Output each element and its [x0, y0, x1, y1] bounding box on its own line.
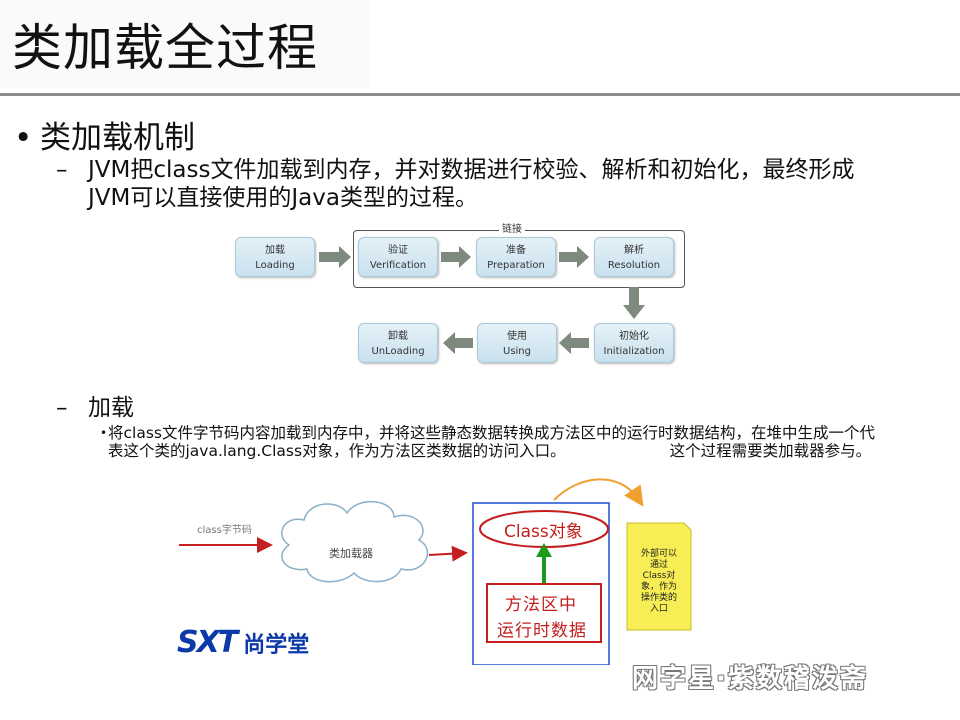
- dash-marker: –: [56, 395, 68, 421]
- bullet-text: 类加载机制: [40, 120, 195, 156]
- stage-cn: 解析: [624, 245, 644, 256]
- stage-cn: 验证: [388, 245, 408, 256]
- note-line: 象，作为: [640, 582, 677, 592]
- note-line: 通过: [649, 560, 668, 570]
- method-area-line1: 方法区中: [505, 595, 577, 615]
- stage-cn: 卸载: [388, 331, 408, 342]
- note-line: 入口: [649, 604, 668, 614]
- dash1-line1: JVM把class文件加载到内存，并对数据进行校验、解析和初始化，最终形成: [88, 157, 855, 183]
- note-line: Class对: [642, 571, 676, 581]
- title-bar: [0, 0, 370, 88]
- note-text: 外部可以 通过 Class对 象，作为 操作类的 入口: [627, 549, 691, 615]
- stage-en: Preparation: [487, 260, 545, 271]
- title-divider: [0, 93, 960, 96]
- arrow-left-icon: [559, 332, 589, 354]
- stage-preparation: 准备 Preparation: [476, 237, 556, 277]
- lifecycle-arrows: [319, 246, 645, 354]
- stage-en: Using: [503, 346, 531, 357]
- desc-line2b: 这个过程需要类加载器参与。: [669, 442, 872, 460]
- lifecycle-diagram: 链接 加载 Loading 验证 Verification 准备 Preparatio…: [215, 215, 715, 372]
- note-paper: [626, 522, 692, 631]
- sxt-logo: SXT 尚学堂: [177, 625, 309, 660]
- bullet-dot-icon: •: [100, 426, 108, 440]
- watermark: 网字星·紫数稽泼斋: [632, 664, 868, 694]
- stage-unloading: 卸载 UnLoading: [358, 323, 438, 363]
- desc-line2a: 表这个类的java.lang.Class对象，作为方法区类数据的访问入口。: [108, 442, 566, 460]
- stage-en: Resolution: [607, 260, 661, 271]
- page-title: 类加载全过程: [12, 19, 318, 77]
- dash-marker: –: [56, 157, 68, 183]
- stage-en: Initialization: [603, 346, 665, 357]
- output-arrow: [428, 545, 468, 562]
- input-label: class字节码: [197, 525, 252, 536]
- bullet-class-loading-mechanism: •类加载机制: [14, 120, 195, 156]
- note-line: 外部可以: [640, 549, 677, 559]
- method-area-line2: 运行时数据: [497, 621, 587, 641]
- dash1-line2: JVM可以直接使用的Java类型的过程。: [88, 185, 478, 211]
- arrow-down-icon: [623, 287, 645, 319]
- loading-description: • 将class文件字节码内容加载到内存中，并将这些静态数据转换成方法区中的运行…: [100, 424, 928, 460]
- desc-line2: 表这个类的java.lang.Class对象，作为方法区类数据的访问入口。 这个过…: [108, 442, 928, 460]
- logo-mark: SXT: [177, 625, 238, 660]
- dash2-loading: 加载: [88, 395, 134, 421]
- stage-cn: 准备: [506, 245, 526, 256]
- arrow-left-icon: [443, 332, 473, 354]
- desc-line1: 将class文件字节码内容加载到内存中，并将这些静态数据转换成方法区中的运行时数…: [108, 424, 875, 442]
- stage-cn: 使用: [507, 331, 527, 342]
- link-group-label: 链接: [499, 220, 525, 235]
- note-line: 操作类的: [640, 593, 677, 603]
- stage-using: 使用 Using: [477, 323, 557, 363]
- class-object-label: Class对象: [504, 522, 583, 542]
- stage-verification: 验证 Verification: [358, 237, 438, 277]
- logo-cn: 尚学堂: [243, 633, 310, 658]
- stage-initialization: 初始化 Initialization: [594, 323, 674, 363]
- arrow-right-icon: [441, 246, 471, 268]
- stage-loading: 加载 Loading: [235, 237, 315, 277]
- cloud-label: 类加载器: [329, 547, 373, 560]
- heap-frame: [472, 502, 610, 665]
- classloader-diagram: class字节码 类加载器 Class对象 方法区中 运行时数据 外部可以 通过…: [169, 465, 770, 665]
- stage-cn: 加载: [265, 245, 285, 256]
- cloud-shape: [281, 500, 429, 583]
- stage-en: Loading: [255, 260, 295, 271]
- arrow-right-icon: [559, 246, 589, 268]
- stage-resolution: 解析 Resolution: [594, 237, 674, 277]
- stage-en: Verification: [369, 260, 427, 271]
- classloader-graphics: [179, 478, 692, 665]
- stage-en: UnLoading: [371, 346, 425, 357]
- stage-cn: 初始化: [619, 331, 649, 342]
- arrow-up-icon: [536, 543, 552, 557]
- arrow-right-icon: [319, 246, 351, 268]
- orange-curve-arrow: [553, 478, 644, 507]
- method-area-box: [486, 583, 602, 643]
